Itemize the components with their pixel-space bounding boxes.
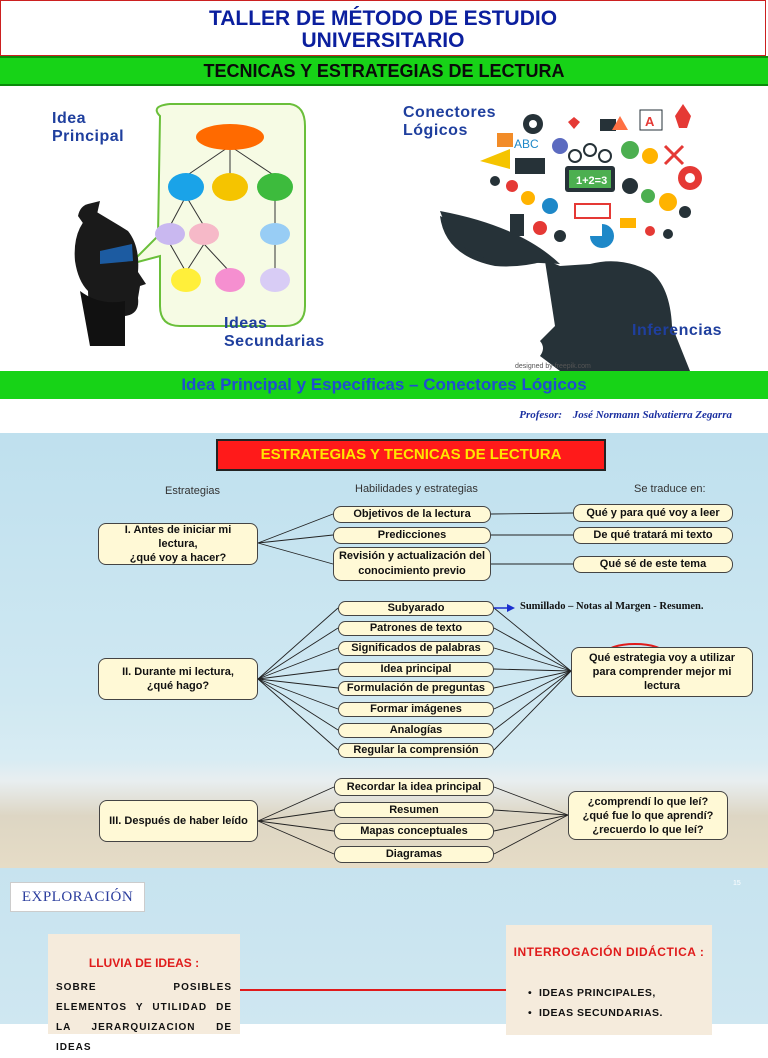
skill-analogias: Analogías xyxy=(338,723,494,738)
skill-objetivos: Objetivos de la lectura xyxy=(333,506,491,523)
skill-mapas: Mapas conceptuales xyxy=(334,823,494,840)
interrogation-title: INTERROGACIÓN DIDÁCTICA : xyxy=(513,945,705,959)
title-line-2: UNIVERSITARIO xyxy=(301,29,465,52)
skill-idea-principal: Idea principal xyxy=(338,662,494,677)
hierarchy-lines xyxy=(169,145,276,273)
skill-predicciones: Predicciones xyxy=(333,527,491,544)
hero-illustrations: ABC A 1+2=3 xyxy=(0,86,768,371)
professor-credit: Profesor: José Normann Salvatierra Zegar… xyxy=(519,409,732,421)
interrogation-item-2: • IDEAS SECUNDARIAS. xyxy=(528,1007,663,1019)
image-credit: designed by freepik.com xyxy=(515,363,591,370)
topic-banner: Idea Principal y Específicas – Conectore… xyxy=(0,371,768,399)
brainstorm-text: SOBRE POSIBLES ELEMENTOS Y UTILIDAD DE L… xyxy=(56,982,232,1053)
node-pink xyxy=(189,223,219,245)
rocket-icon xyxy=(675,104,691,128)
result-after: ¿comprendí lo que leí?¿qué fue lo que ap… xyxy=(568,791,728,840)
professor-name: José Normann Salvatierra Zegarra xyxy=(572,409,732,421)
node-blue xyxy=(168,173,204,201)
node-yellow-2 xyxy=(171,268,201,292)
col-header-estrategias: Estrategias xyxy=(165,485,221,497)
speech-bubble xyxy=(126,103,306,327)
node-green xyxy=(257,173,293,201)
heart-icon xyxy=(568,117,580,129)
interrogation-box: INTERROGACIÓN DIDÁCTICA : • IDEAS PRINCI… xyxy=(506,925,712,1035)
node-lavender xyxy=(260,268,290,292)
hero-svg: ABC A 1+2=3 xyxy=(74,103,702,371)
phase-during: II. Durante mi lectura,¿qué hago? xyxy=(98,658,258,700)
skill-patrones: Patrones de texto xyxy=(338,621,494,636)
interrogation-item-1: • IDEAS PRINCIPALES, xyxy=(528,987,656,999)
skill-diagramas: Diagramas xyxy=(334,846,494,863)
node-light-blue xyxy=(260,223,290,245)
result-que-se: Qué sé de este tema xyxy=(573,556,733,573)
title-line-1: TALLER DE MÉTODO DE ESTUDIO xyxy=(208,7,558,30)
exploration-section: EXPLORACIÓN 15 LLUVIA DE IDEAS : SOBRE P… xyxy=(0,868,768,1053)
abc-icon: ABC xyxy=(514,137,539,151)
slide-number: 15 xyxy=(733,880,741,887)
svg-text:A: A xyxy=(645,114,655,129)
skill-recordar: Recordar la idea principal xyxy=(334,778,494,796)
professor-line: Profesor: José Normann Salvatierra Zegar… xyxy=(0,399,768,434)
skill-revision: Revisión y actualización del conocimient… xyxy=(333,547,491,581)
skill-formar-imagenes: Formar imágenes xyxy=(338,702,494,717)
page-title: TALLER DE MÉTODO DE ESTUDIO UNIVERSITARI… xyxy=(0,0,766,56)
brainstorm-title: LLUVIA DE IDEAS : xyxy=(88,956,200,970)
brainstorm-box: LLUVIA DE IDEAS : SOBRE POSIBLES ELEMENT… xyxy=(48,934,240,1053)
strategies-diagram: ESTRATEGIAS Y TECNICAS DE LECTURA Estrat… xyxy=(0,433,768,868)
skill-regular: Regular la comprensión xyxy=(338,743,494,758)
skill-formulacion: Formulación de preguntas xyxy=(338,681,494,696)
pie-chart-icon xyxy=(590,224,614,248)
skill-subyarado: Subyarado xyxy=(338,601,494,616)
phase-after: III. Después de haber leído xyxy=(99,800,258,842)
skill-resumen: Resumen xyxy=(334,802,494,818)
icon-cloud: ABC A 1+2=3 xyxy=(480,104,702,248)
main-idea-node xyxy=(196,124,264,150)
result-que-y-para-que: Qué y para qué voy a leer xyxy=(573,504,733,522)
strategies-title: ESTRATEGIAS Y TECNICAS DE LECTURA xyxy=(216,439,606,471)
sumillado-note: Sumillado – Notas al Margen - Resumen. xyxy=(520,601,704,612)
col-header-habilidades: Habilidades y estrategias xyxy=(355,483,478,495)
node-yellow xyxy=(212,173,248,201)
label-inferencias: Inferencias xyxy=(632,322,722,339)
exploration-tag: EXPLORACIÓN xyxy=(10,882,145,912)
col-header-se-traduce: Se traduce en: xyxy=(634,483,706,495)
connector-lines xyxy=(257,512,666,855)
subtitle-banner: TECNICAS Y ESTRATEGIAS DE LECTURA xyxy=(0,56,768,86)
skill-significados: Significados de palabras xyxy=(338,641,494,656)
result-de-que-tratara: De qué tratará mi texto xyxy=(573,527,733,544)
connector-line xyxy=(240,989,506,991)
professor-label: Profesor: xyxy=(519,409,563,421)
node-magenta xyxy=(215,268,245,292)
node-lilac xyxy=(155,223,185,245)
svg-text:1+2=3: 1+2=3 xyxy=(576,175,607,187)
